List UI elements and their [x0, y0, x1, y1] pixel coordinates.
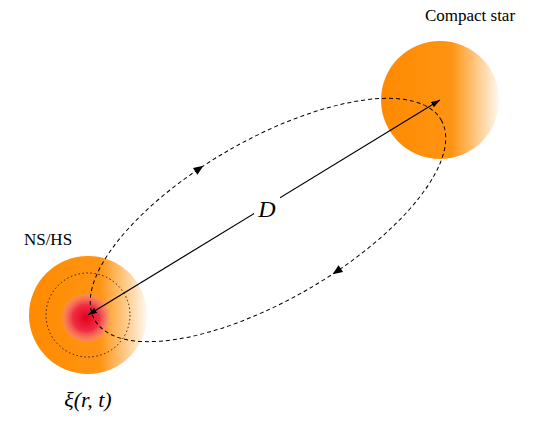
star-label: Compact star — [423, 6, 517, 26]
distance-label: D — [254, 196, 279, 222]
star-label: NS/HS — [22, 230, 74, 250]
orbit-arrowhead — [330, 265, 343, 277]
core-boundary — [46, 273, 130, 357]
star-core — [62, 294, 110, 342]
star-body — [29, 256, 147, 374]
orbit-arrowhead — [193, 163, 206, 175]
displacement-field: ξ(r, t) — [64, 387, 111, 412]
distance-arrow — [88, 100, 440, 315]
star-body — [381, 41, 499, 159]
edge-label-holder: D — [254, 196, 279, 222]
